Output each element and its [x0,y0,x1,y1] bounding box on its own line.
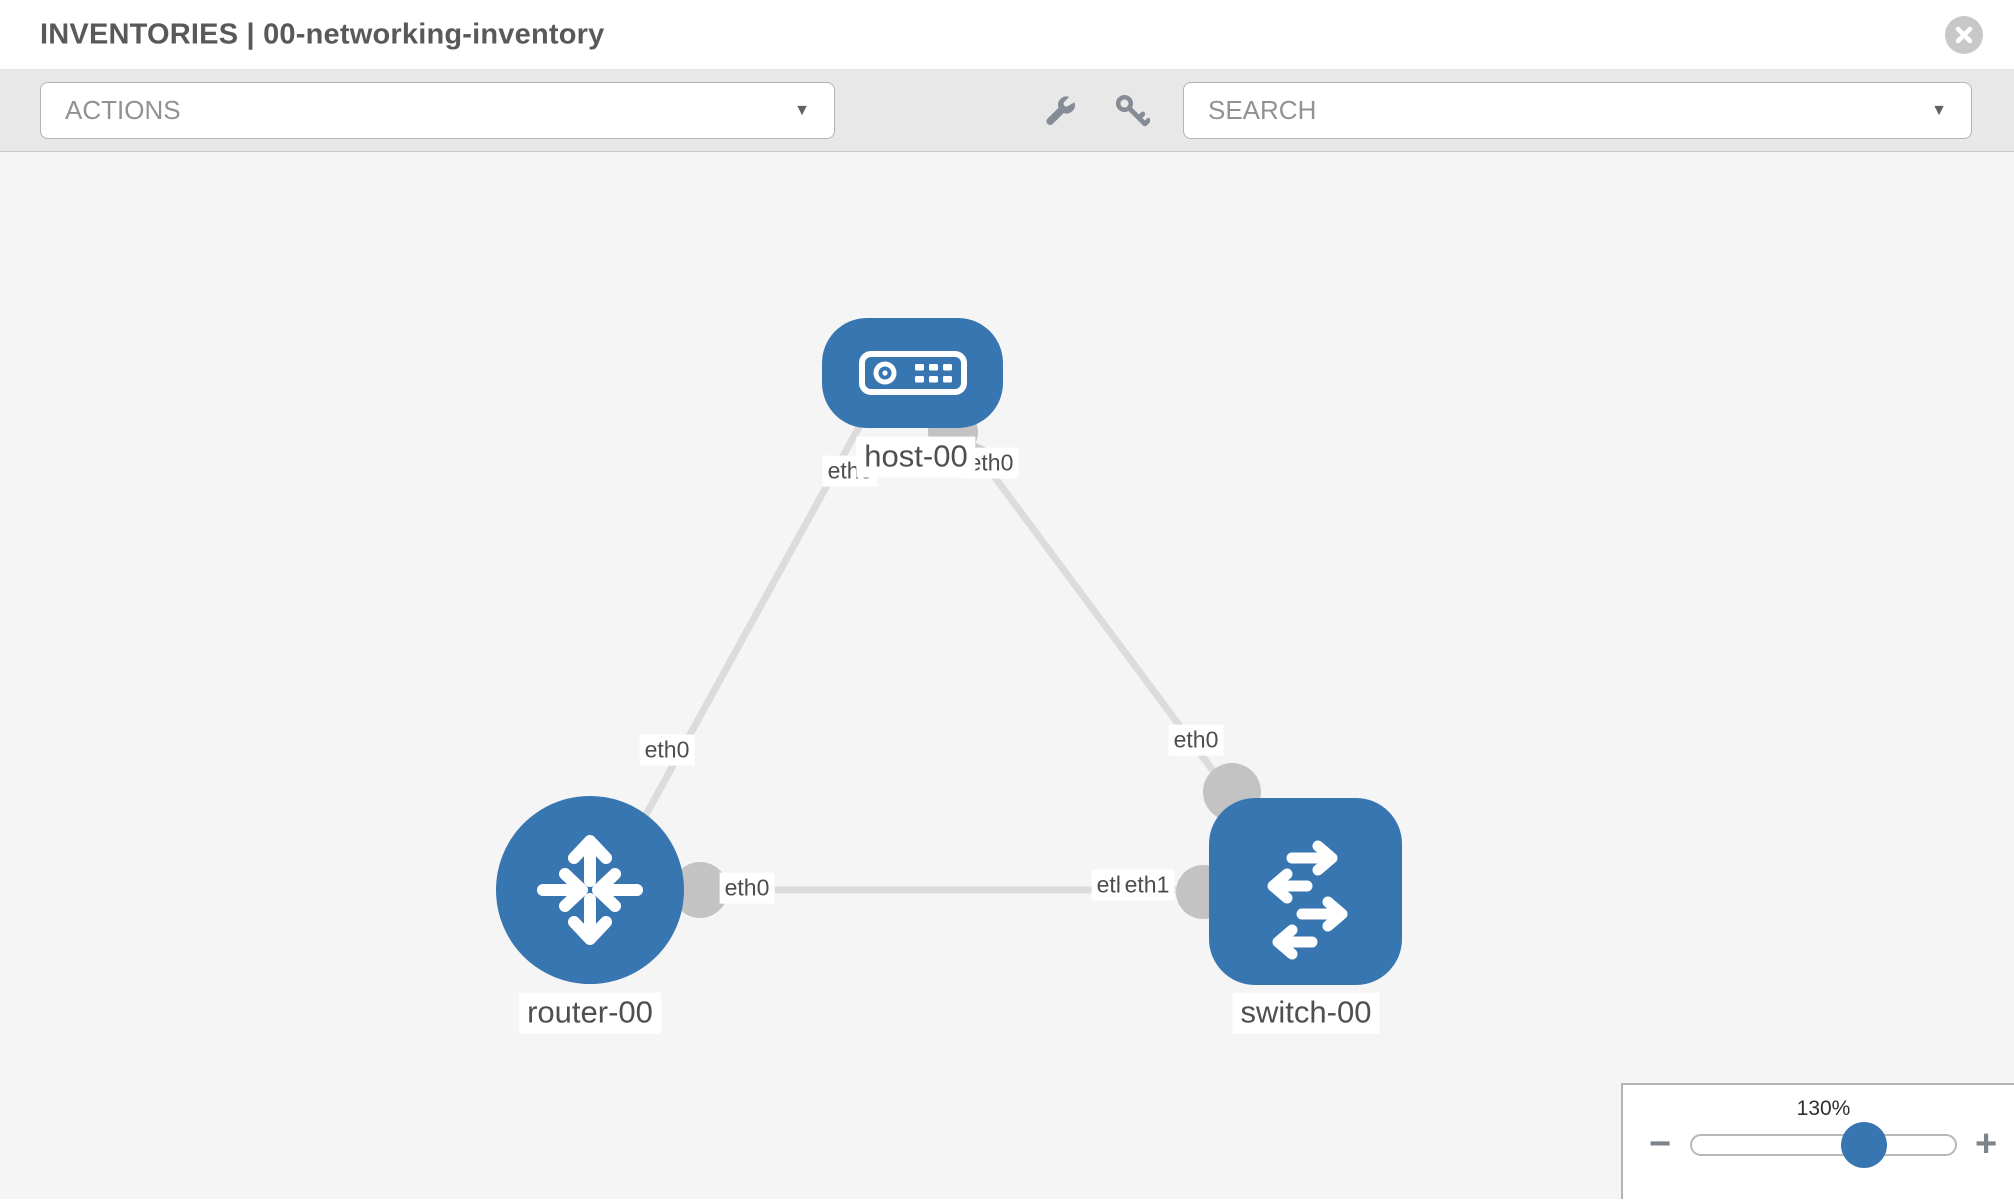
key-icon[interactable] [1114,93,1150,129]
router-device-icon [537,835,643,945]
node-host-00[interactable] [822,318,1003,428]
chevron-down-icon: ▼ [1931,101,1947,119]
node-label-host: host-00 [856,436,976,478]
page-header: INVENTORIES | 00-networking-inventory [0,0,2014,70]
page-title: INVENTORIES | 00-networking-inventory [40,18,605,50]
close-icon[interactable] [1945,16,1983,54]
interface-label: eth1 [1119,869,1175,901]
zoom-in-button[interactable]: + [1975,1123,1998,1165]
node-router-00[interactable] [496,796,684,984]
zoom-out-button[interactable]: − [1649,1123,1672,1165]
zoom-slider-handle[interactable] [1841,1122,1887,1168]
actions-dropdown[interactable]: ACTIONS ▼ [40,82,835,139]
switch-device-icon [1267,840,1347,959]
search-dropdown-label: SEARCH [1208,95,1317,125]
interface-label: eth0 [719,872,775,904]
interface-label: eth0 [639,734,695,766]
zoom-control-panel: 130% − + [1621,1083,2014,1199]
topology-links-layer [616,405,1261,919]
node-label-switch: switch-00 [1232,992,1380,1034]
zoom-slider-track[interactable] [1690,1134,1957,1156]
search-dropdown[interactable]: SEARCH ▼ [1183,82,1972,139]
node-switch-00[interactable] [1209,798,1402,985]
topology-canvas[interactable]: eth0 eth0 eth0 eth0 eth0 eth0 eth1 host-… [0,152,2014,1199]
node-label-router: router-00 [519,992,661,1034]
close-x-glyph [1955,26,1973,44]
wrench-icon[interactable] [1042,93,1078,129]
chevron-down-icon: ▼ [794,101,810,119]
toolbar-tools [1042,70,1150,152]
actions-dropdown-label: ACTIONS [65,95,181,125]
zoom-level-value: 130% [1796,1097,1851,1120]
host-device-icon [858,351,967,395]
toolbar: ACTIONS ▼ SEARCH ▼ [0,70,2014,152]
interface-label: eth0 [1168,724,1224,756]
interface-connector-router-right[interactable] [672,862,728,918]
